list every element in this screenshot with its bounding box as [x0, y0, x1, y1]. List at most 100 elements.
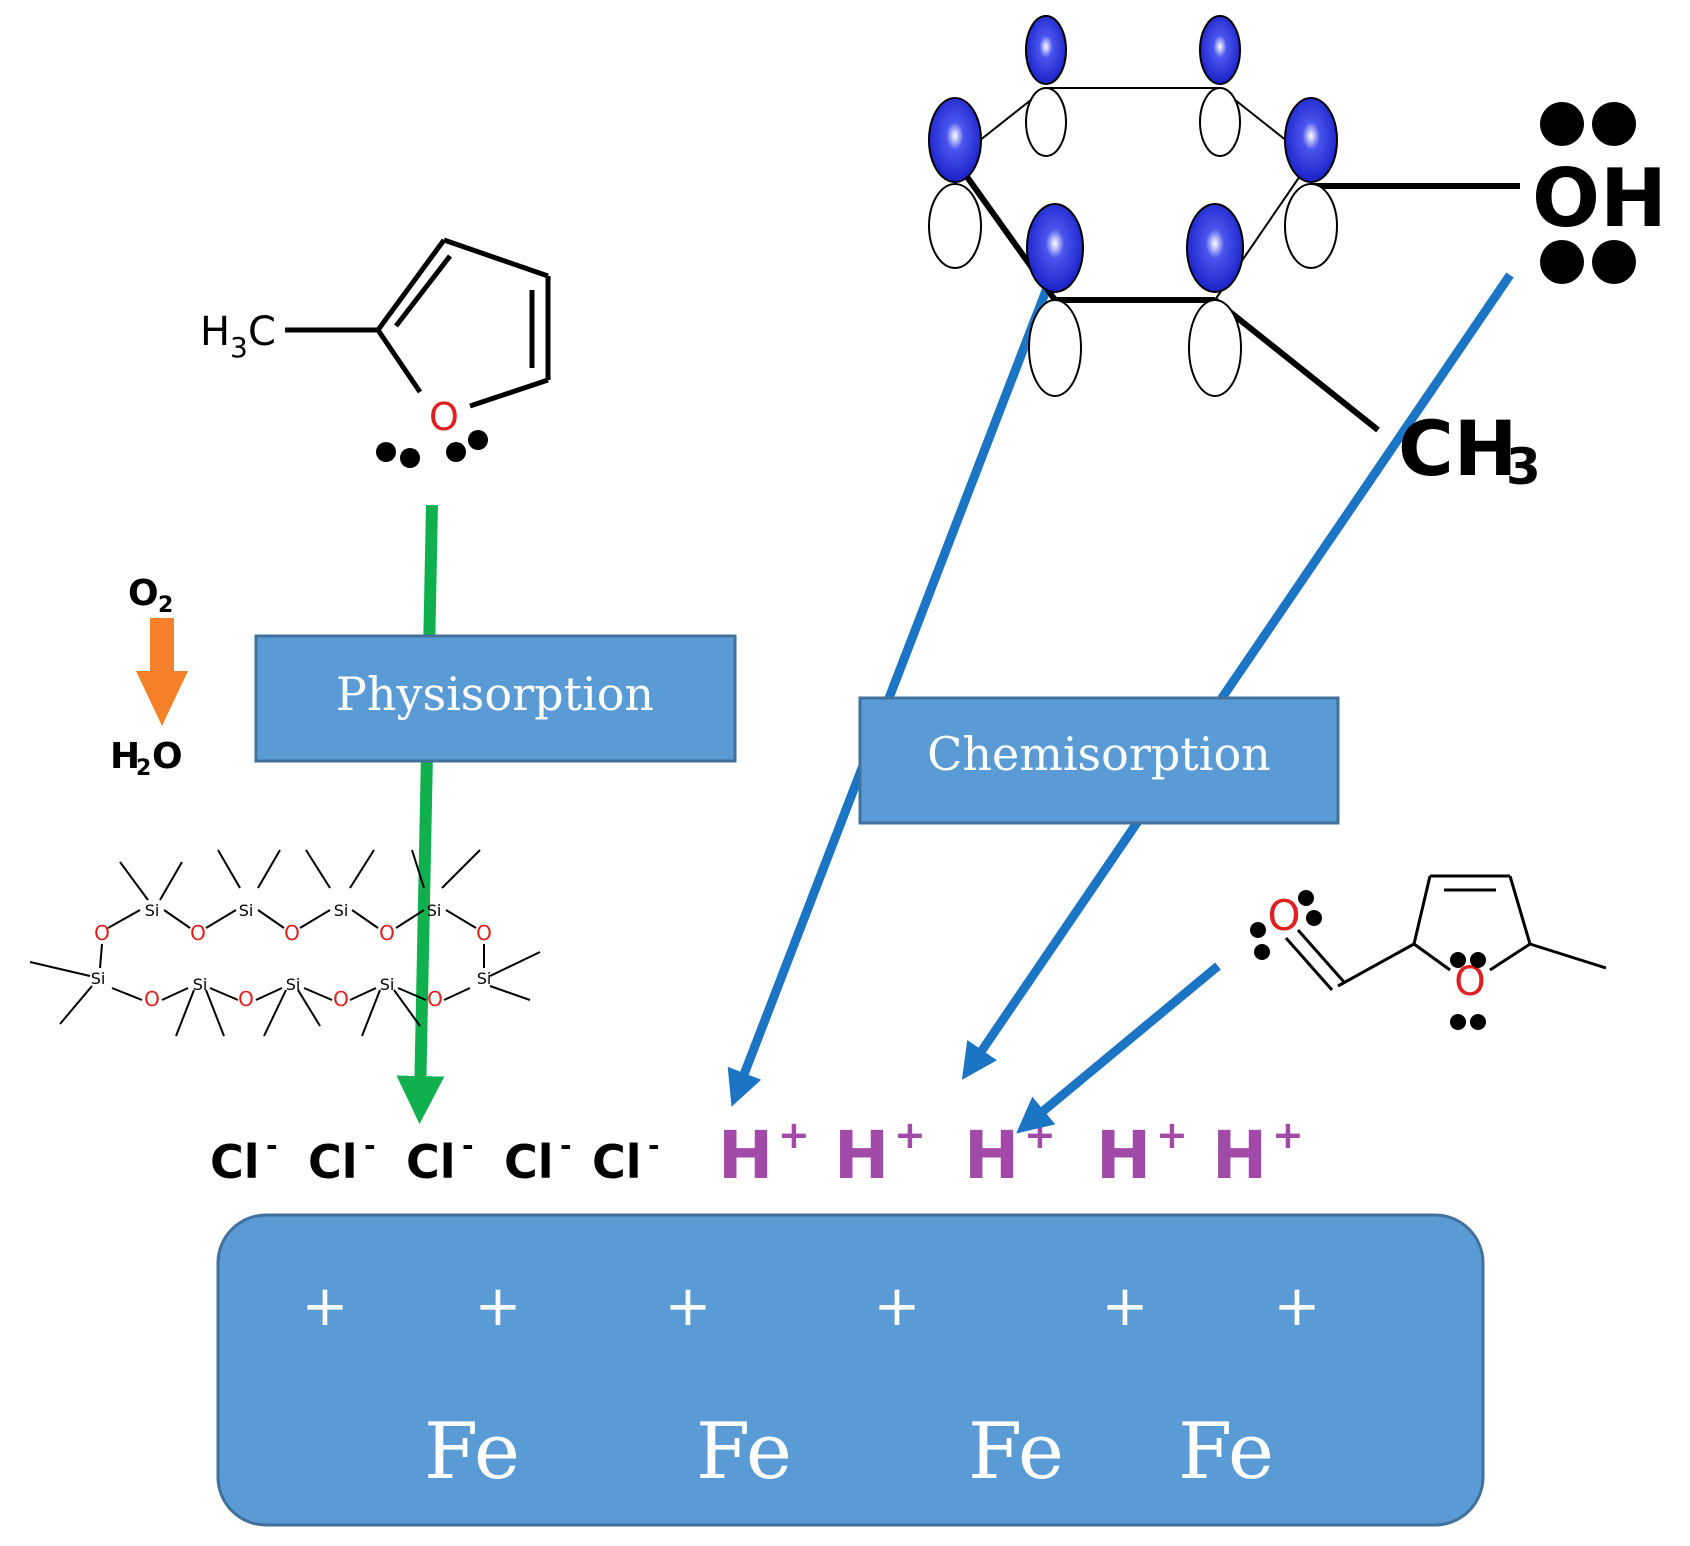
silicon-atom: Si	[193, 975, 208, 994]
chloride-charge: -	[560, 1129, 572, 1162]
chloride-ion: Cl -	[504, 1129, 572, 1189]
iron-surface: + + + + + + Fe Fe Fe Fe	[216, 1213, 1485, 1527]
proton-ion-row: H + H + H + H + H +	[718, 1113, 1304, 1194]
chemisorption-box-rect	[858, 696, 1340, 825]
proton-charge: +	[778, 1113, 810, 1157]
surface-charge: +	[874, 1274, 921, 1339]
iron-surface-block	[216, 1213, 1485, 1527]
chemisorption-arrow-pi	[727, 273, 1057, 1107]
water-subscript: 2	[136, 756, 151, 781]
furfural-lone-pairs	[1250, 890, 1486, 1030]
siloxane-oxygen: O	[284, 921, 300, 945]
oxygen-subscript: 2	[158, 593, 173, 618]
chloride-ion: Cl -	[308, 1129, 376, 1189]
methyl-subscript: 3	[1506, 438, 1541, 496]
iron-atom-label: Fe	[696, 1407, 792, 1497]
proton-symbol: H	[718, 1117, 773, 1194]
proton-charge: +	[894, 1113, 926, 1157]
silicon-atom: Si	[427, 901, 442, 920]
siloxane-oxygen: O	[94, 921, 110, 945]
orange-arrow-head	[136, 671, 188, 726]
surface-charge: +	[1274, 1274, 1321, 1339]
chloride-ion: Cl -	[210, 1129, 278, 1189]
chemisorption-arrow-hydroxyl	[961, 272, 1514, 1080]
methylfuran-c: C	[248, 309, 276, 355]
siloxane-atoms: Si Si Si Si Si Si Si Si Si O O O O O O O…	[91, 901, 492, 1011]
aromatic-orbital-molecule: OH CH 3	[928, 15, 1667, 496]
p-orbital	[1284, 97, 1338, 269]
physisorption-arrow	[396, 504, 445, 1124]
chloride-ion: Cl -	[592, 1129, 660, 1189]
siloxane-methyl-bonds	[29, 849, 541, 1037]
water-h-label: H	[110, 736, 140, 777]
surface-charge: +	[475, 1274, 522, 1339]
oxygen-label: O	[128, 573, 159, 614]
chloride-symbol: Cl	[592, 1135, 642, 1189]
siloxane-oxygen: O	[333, 987, 349, 1011]
chloride-symbol: Cl	[210, 1135, 260, 1189]
chloride-ion-row: Cl - Cl - Cl - Cl - Cl -	[210, 1129, 660, 1189]
proton-symbol: H	[834, 1117, 889, 1194]
methylfuran-molecule: H 3 C O	[200, 237, 551, 468]
aldehyde-oxygen: O	[1267, 891, 1300, 940]
siloxane-oxygen: O	[379, 921, 395, 945]
siloxane-backbone	[99, 909, 485, 1001]
siloxane-oxygen: O	[427, 987, 443, 1011]
physisorption-label: Physisorption	[336, 667, 654, 721]
furan-oxygen: O	[429, 395, 459, 439]
silicon-atom: Si	[239, 901, 254, 920]
chemisorption-arrow-aldehyde	[1016, 962, 1221, 1134]
methylfurfural-molecule: O O	[1250, 874, 1607, 1030]
chloride-ion: Cl -	[406, 1129, 474, 1189]
chemisorption-box: Chemisorption	[858, 696, 1340, 825]
furan-lone-pairs	[376, 430, 488, 468]
chloride-charge: -	[648, 1129, 660, 1162]
silicon-atom: Si	[334, 901, 349, 920]
proton-ion: H +	[964, 1113, 1056, 1194]
methylfuran-sub: 3	[230, 331, 248, 364]
p-orbital	[1025, 15, 1067, 157]
oxygen-reduction: O 2 H 2 O	[110, 573, 188, 781]
chloride-symbol: Cl	[406, 1135, 456, 1189]
siloxane-oxygen: O	[190, 921, 206, 945]
p-orbital	[928, 97, 982, 269]
silicon-atom: Si	[286, 975, 301, 994]
chloride-symbol: Cl	[504, 1135, 554, 1189]
silicon-atom: Si	[145, 901, 160, 920]
methyl-label: CH	[1398, 404, 1517, 493]
chloride-symbol: Cl	[308, 1135, 358, 1189]
chemisorption-label: Chemisorption	[927, 727, 1271, 781]
siloxane-chain: Si Si Si Si Si Si Si Si Si O O O O O O O…	[29, 849, 541, 1037]
p-orbital	[1026, 203, 1084, 397]
orange-arrow-shaft	[150, 618, 174, 673]
iron-atom-label: Fe	[424, 1407, 520, 1497]
chloride-charge: -	[364, 1129, 376, 1162]
iron-atom-label: Fe	[968, 1407, 1064, 1497]
chloride-charge: -	[266, 1129, 278, 1162]
siloxane-oxygen: O	[238, 987, 254, 1011]
surface-charge: +	[1102, 1274, 1149, 1339]
proton-ion: H +	[1096, 1113, 1188, 1194]
hydroxyl-label: OH	[1532, 152, 1667, 245]
surface-charge: +	[302, 1274, 349, 1339]
p-orbital	[1199, 15, 1241, 157]
surface-charge: +	[665, 1274, 712, 1339]
proton-symbol: H	[1212, 1117, 1267, 1194]
proton-symbol: H	[964, 1117, 1019, 1194]
methylfuran-h: H	[200, 309, 230, 355]
proton-charge: +	[1156, 1113, 1188, 1157]
silicon-atom: Si	[477, 969, 492, 988]
proton-symbol: H	[1096, 1117, 1151, 1194]
iron-atom-label: Fe	[1178, 1407, 1274, 1497]
water-o-label: O	[152, 736, 183, 777]
silicon-atom: Si	[380, 975, 395, 994]
proton-charge: +	[1272, 1113, 1304, 1157]
chemisorption-arrows	[727, 272, 1514, 1134]
chloride-charge: -	[462, 1129, 474, 1162]
p-orbital	[1186, 203, 1244, 397]
siloxane-oxygen: O	[476, 921, 492, 945]
physisorption-box-rect	[254, 634, 737, 763]
siloxane-oxygen: O	[144, 987, 160, 1011]
silicon-atom: Si	[91, 969, 106, 988]
